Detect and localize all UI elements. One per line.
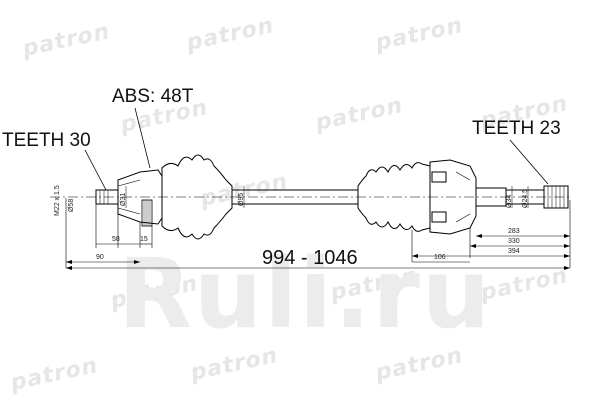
right-d1-dim: Ø34	[506, 194, 513, 208]
left-l1-dim: 58	[112, 236, 120, 243]
left-d1-dim: Ø58	[68, 198, 75, 212]
right-l1-dim: 283	[508, 228, 520, 235]
right-l3-dim: 394	[508, 248, 520, 255]
teeth-right-label: TEETH 23	[472, 118, 561, 139]
right-l4-dim: 106	[434, 254, 446, 261]
left-thread-dim: M22 x 1.5	[54, 185, 61, 216]
right-d2-dim: Ø24.5	[522, 188, 529, 208]
abs-label: ABS: 48T	[112, 86, 194, 107]
left-overall-dim: 90	[96, 254, 104, 261]
length-range-label: 994 - 1046	[262, 247, 358, 269]
teeth-left-label: TEETH 30	[2, 130, 91, 151]
right-l2-dim: 330	[508, 238, 520, 245]
boot-d-dim: Ø95	[238, 192, 245, 206]
left-l2-dim: 15	[140, 236, 148, 243]
left-shaft-d-dim: Ø31	[120, 192, 127, 206]
watermark-site-logo: Ruli.ru	[118, 238, 493, 350]
